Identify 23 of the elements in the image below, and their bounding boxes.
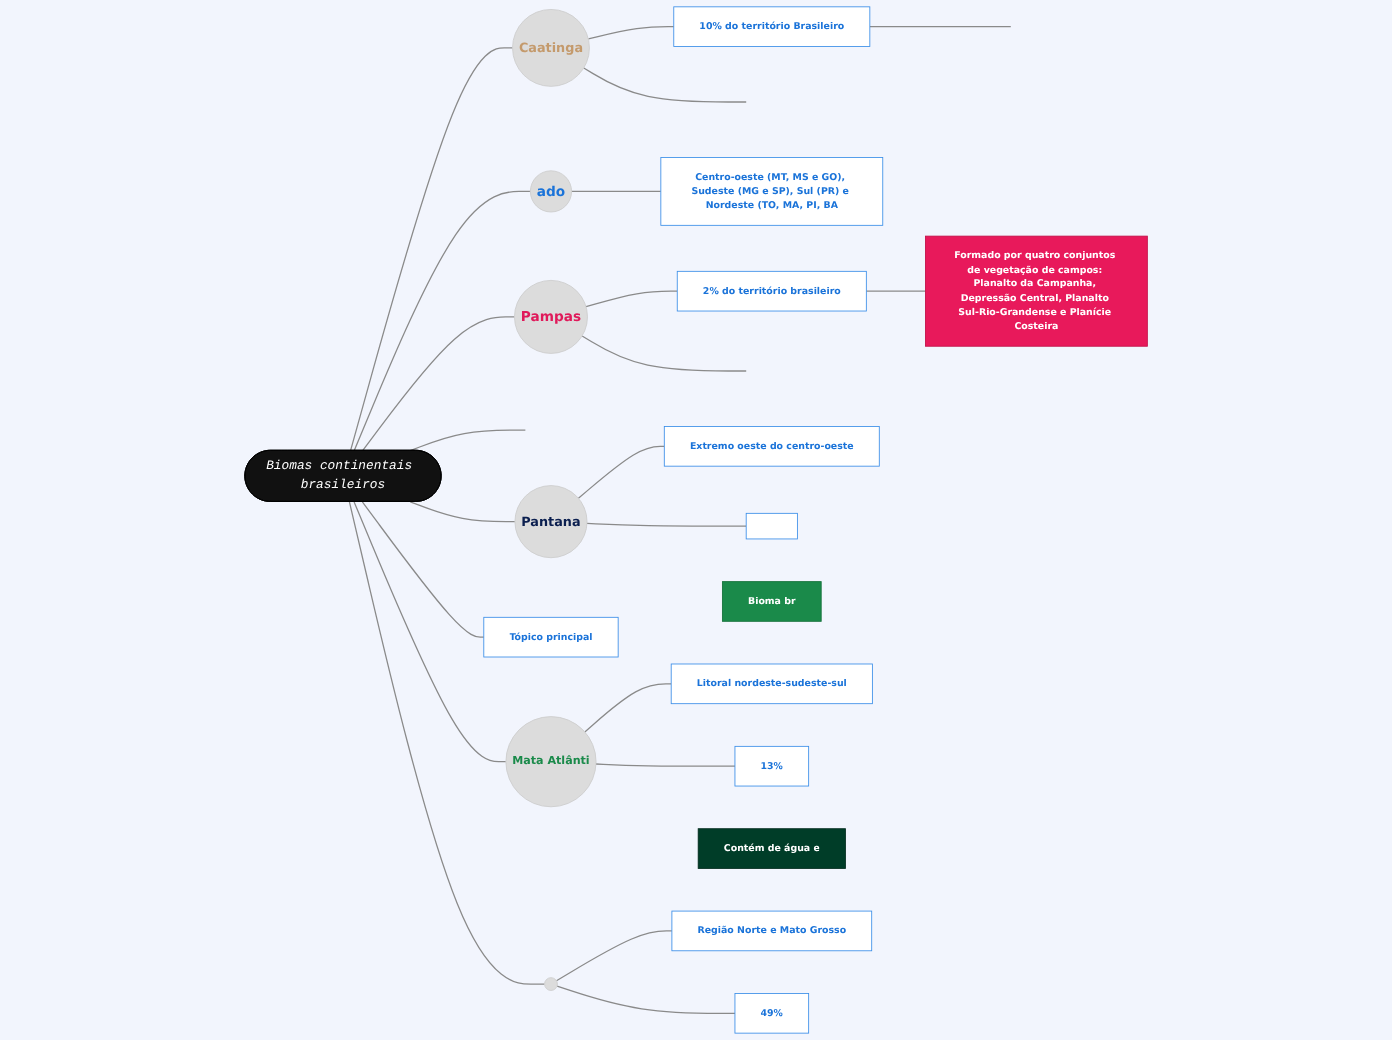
connector [595, 763, 736, 767]
connector [865, 290, 926, 292]
connector [556, 985, 736, 1014]
connector [869, 26, 1012, 28]
connector [583, 67, 747, 103]
connector [570, 190, 662, 193]
node-box [745, 512, 798, 540]
connector [577, 445, 665, 499]
connector [581, 335, 747, 372]
connector [586, 522, 747, 527]
node-circle [544, 977, 558, 991]
connector [584, 683, 672, 733]
connector [348, 501, 546, 985]
connector [555, 930, 673, 982]
connector [361, 501, 485, 638]
connector [361, 316, 515, 452]
connector [353, 501, 507, 763]
connector [353, 190, 531, 452]
connector [349, 47, 514, 452]
connector [585, 290, 678, 308]
connector [409, 429, 526, 452]
connector [409, 501, 516, 523]
connector [587, 26, 675, 40]
